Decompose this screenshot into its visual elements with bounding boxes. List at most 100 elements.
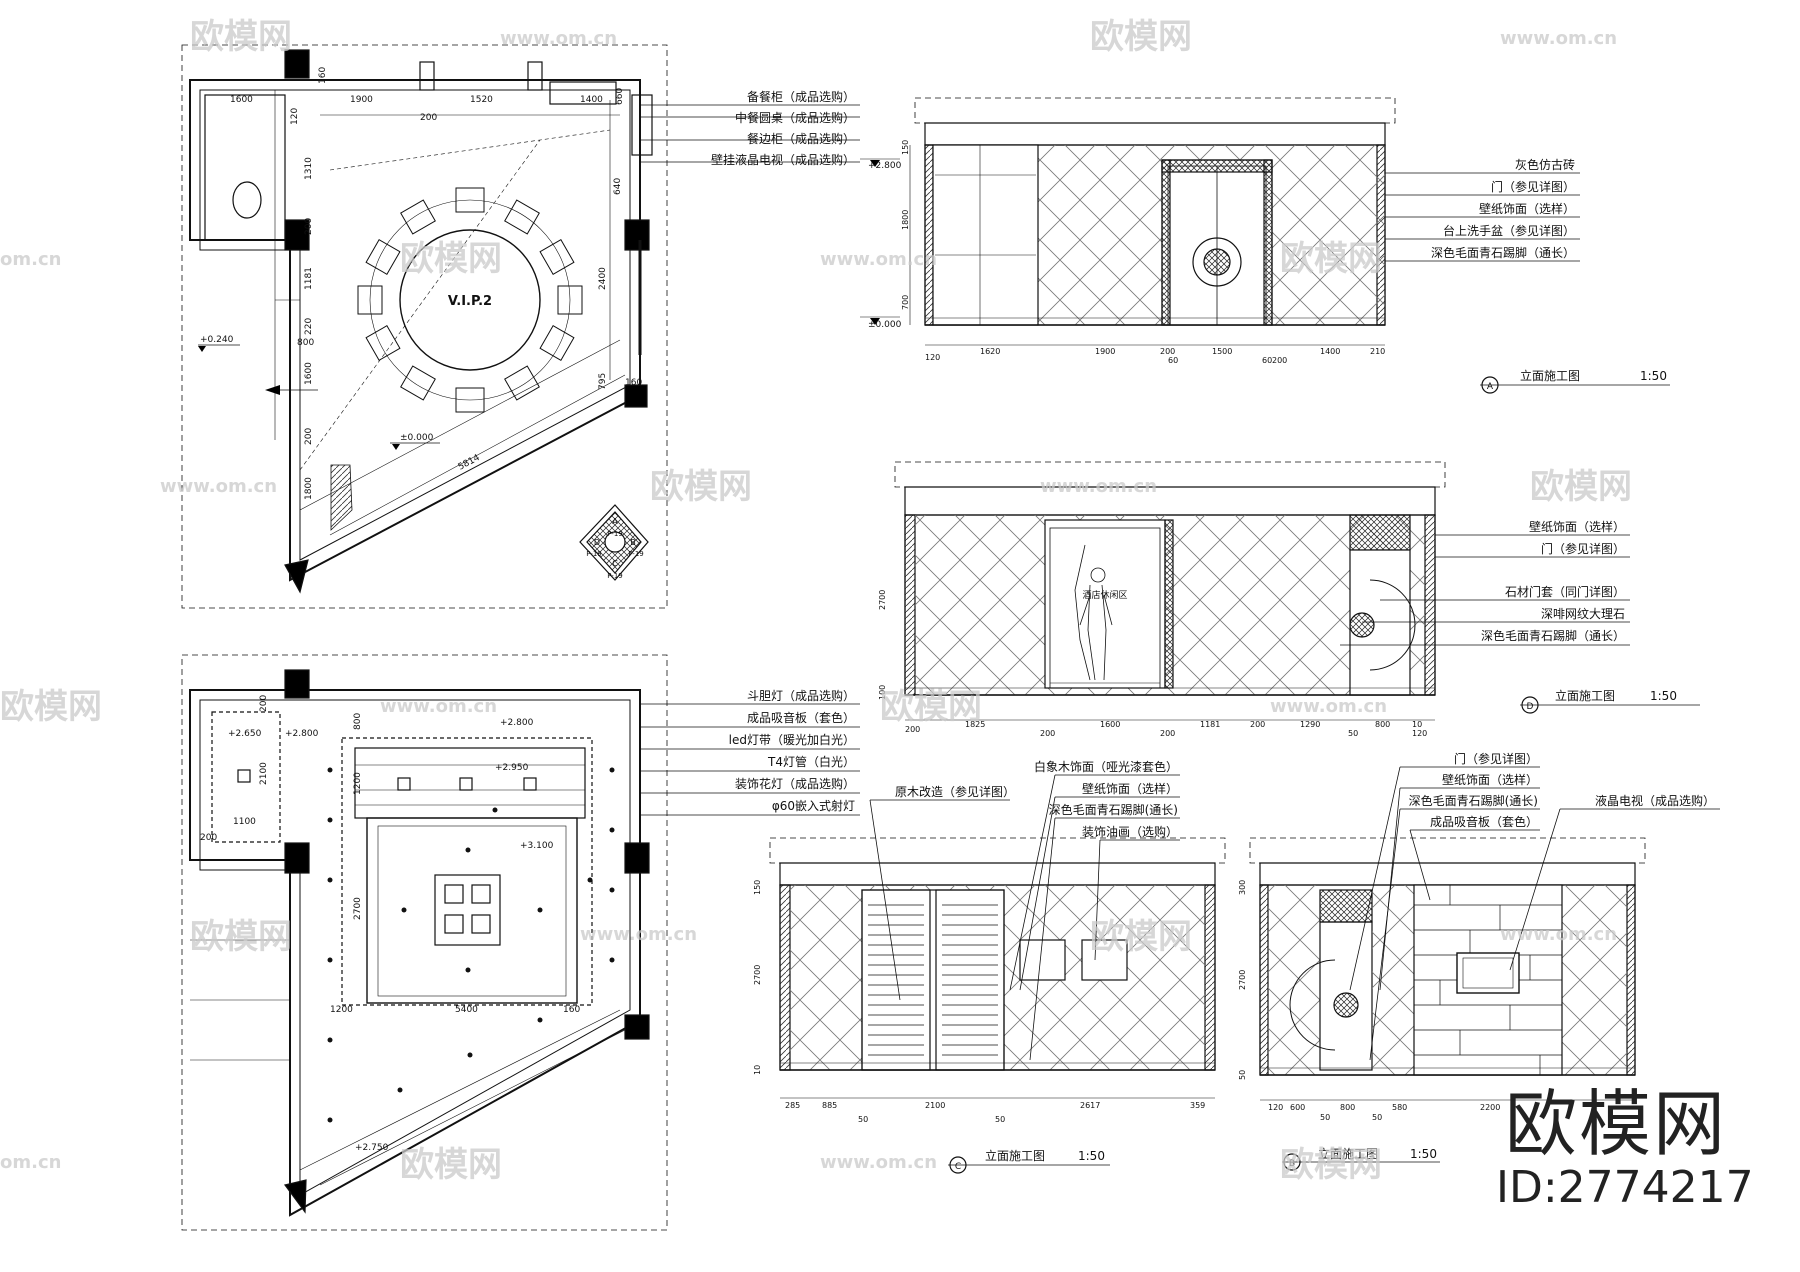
plan-bottom-labels: +2.650 +2.800 +2.800 +2.950 +3.100 +2.75… (200, 695, 580, 1153)
callout-text: 装饰花灯（成品选购） (735, 776, 855, 791)
dim-label: 160 (563, 1005, 580, 1015)
watermark-logo: 欧模网 (650, 467, 752, 507)
callout-text: 壁纸饰面（选样） (1529, 519, 1625, 534)
watermark-logo: 欧模网 (400, 1145, 502, 1185)
dim-label: 700 (901, 295, 910, 310)
watermark-logo: 欧模网 (1530, 467, 1632, 507)
dim-label: 1100 (233, 817, 256, 827)
level-label: +2.800 (285, 729, 319, 739)
dim-label: 200 (1040, 729, 1055, 738)
dim-label: 60 (1262, 356, 1272, 365)
dim-label: 50 (1238, 1070, 1247, 1080)
dim-label: 1900 (350, 95, 373, 105)
watermark-logo: 欧模网 (190, 17, 292, 57)
dim-label: 800 (1375, 720, 1390, 729)
drawing-scale: 1:50 (1078, 1149, 1105, 1163)
dim-label: 2400 (598, 267, 608, 290)
dim-label: 1200 (353, 772, 363, 795)
dim-label: 359 (1190, 1101, 1205, 1110)
dim-label: 1900 (1095, 347, 1115, 356)
dim-label: 285 (785, 1101, 800, 1110)
drawing-title: 立面施工图 (1555, 688, 1615, 703)
callout-text: 灰色仿古砖 (1515, 157, 1575, 172)
dim-label: 1500 (1212, 347, 1232, 356)
watermark-logo: 欧模网 (1090, 917, 1192, 957)
dim-label: 2700 (353, 897, 363, 920)
callout-text: 白象木饰面（哑光漆套色） (1034, 759, 1178, 774)
room-label: V.I.P.2 (448, 294, 492, 309)
dim-label: 660 (615, 88, 625, 105)
dim-label: 50 (1372, 1113, 1382, 1122)
brand-name: 欧模网 (1504, 1082, 1727, 1166)
brand-stamp: 欧模网 ID:2774217 (1496, 1082, 1754, 1213)
watermark-url: www.om.cn (820, 249, 937, 270)
elevation-c-text: 285 885 50 2100 50 2617 359 150 2700 10 … (753, 759, 1205, 1172)
elevation-c (769, 774, 1226, 1174)
drawing-title: 立面施工图 (1318, 1146, 1378, 1161)
dim-label: 800 (353, 713, 363, 730)
drawing-title: 立面施工图 (1520, 368, 1580, 383)
watermark-url: om.cn (0, 1152, 61, 1173)
index-sheet: P-19 (607, 530, 623, 538)
ceiling-plan-bottom (181, 654, 668, 1231)
dim-label: 210 (1370, 347, 1385, 356)
watermark-url: www.om.cn (380, 696, 497, 717)
level-label: ±0.000 (868, 320, 902, 330)
dim-label: 300 (1238, 880, 1247, 895)
watermark-logo: 欧模网 (190, 917, 292, 957)
callout-text: 深色毛面青石踢脚（通长） (1481, 628, 1625, 643)
dim-label: 50 (1348, 729, 1358, 738)
watermark-url: www.om.cn (580, 924, 697, 945)
dim-label: 160 (318, 67, 328, 84)
brand-id: ID:2774217 (1496, 1162, 1754, 1213)
level-label: +3.100 (520, 841, 554, 851)
index-marker (579, 504, 649, 581)
plan-bottom-callouts: 斗胆灯（成品选购） 成品吸音板（套色） led灯带（暖光加白光） T4灯管（白光… (640, 688, 860, 816)
dim-label: 120 (290, 108, 300, 125)
dim-label: 1290 (1300, 720, 1320, 729)
callout-text: φ60嵌入式射灯 (772, 798, 855, 813)
section-mark: D (1527, 702, 1534, 712)
index-letter: A (612, 517, 618, 526)
level-label: +2.750 (355, 1143, 389, 1153)
dim-label: 220 (304, 318, 314, 335)
dim-label: 200 (1272, 356, 1287, 365)
callout-text: 餐边柜（成品选购） (747, 131, 855, 146)
dim-label: 1200 (330, 1005, 353, 1015)
level-label: +2.800 (500, 718, 534, 728)
dim-label: 2200 (1480, 1103, 1500, 1112)
level-label: +2.650 (228, 729, 262, 739)
dim-label: 1400 (580, 95, 603, 105)
section-mark: C (955, 1162, 961, 1172)
elevation-a (860, 97, 1670, 394)
dim-label: 2100 (259, 762, 269, 785)
dim-label: 2700 (878, 590, 887, 610)
dim-label: 200 (1160, 729, 1175, 738)
drawing-title: 立面施工图 (985, 1148, 1045, 1163)
dim-label: 2617 (1080, 1101, 1100, 1110)
floor-plan-top (181, 44, 668, 609)
callout-text: 备餐柜（成品选购） (747, 89, 855, 104)
dim-label: 1520 (470, 95, 493, 105)
callout-text: 台上洗手盆（参见详图） (1443, 223, 1575, 238)
dim-label: 50 (995, 1115, 1005, 1124)
elevation-d-text: 酒店休闲区 200 1825 200 1600 200 1181 200 129… (878, 519, 1677, 738)
dim-label: 800 (1340, 1103, 1355, 1112)
callout-text: 成品吸音板（套色） (1430, 814, 1538, 829)
dim-label: 580 (1392, 1103, 1407, 1112)
dim-label: 10 (1412, 720, 1422, 729)
dim-label: 10 (753, 1065, 762, 1075)
elevation-b (1249, 766, 1720, 1171)
round-table (399, 229, 541, 371)
dim-label: 2700 (753, 965, 762, 985)
drawing-scale: 1:50 (1410, 1147, 1437, 1161)
watermark-logo: 欧模网 (1090, 17, 1192, 57)
callout-text: 深色毛面青石踢脚（通长） (1431, 245, 1575, 260)
callout-text: 壁纸饰面（选样） (1082, 781, 1178, 796)
dim-label: 1800 (304, 477, 314, 500)
dim-label: 1600 (304, 362, 314, 385)
callout-text: 壁挂液晶电视（成品选购） (711, 152, 855, 167)
watermark-url: www.om.cn (1500, 28, 1617, 49)
drawing-scale: 1:50 (1640, 369, 1667, 383)
plan-top-callouts: 备餐柜（成品选购） 中餐圆桌（成品选购） 餐边柜（成品选购） 壁挂液晶电视（成品… (640, 89, 860, 167)
